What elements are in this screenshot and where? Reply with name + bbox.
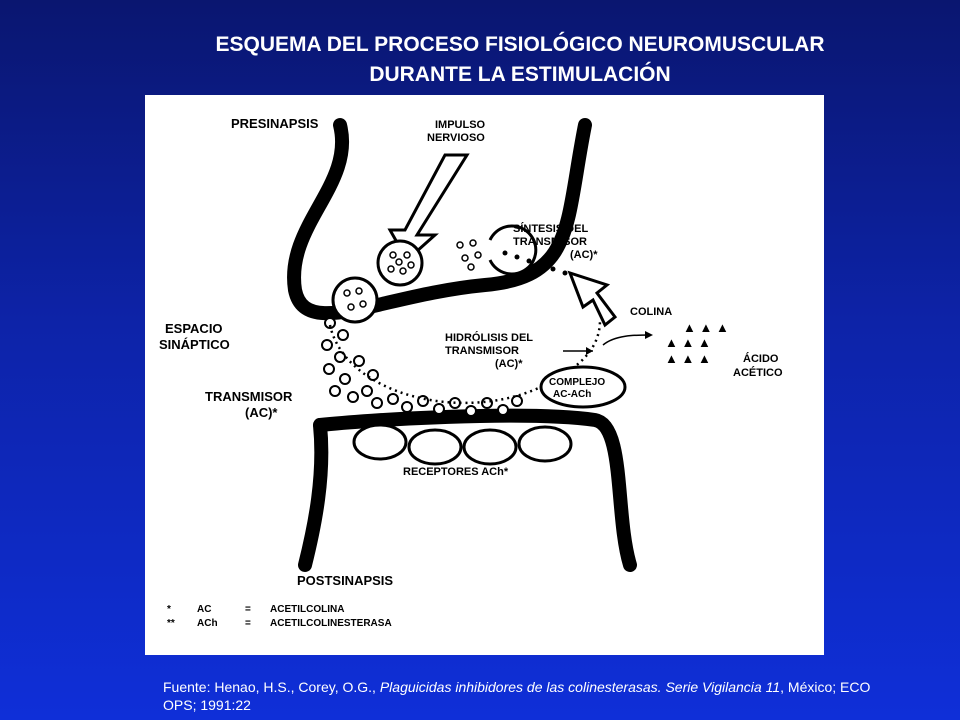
label-colina: COLINA (630, 306, 672, 318)
svg-text:▲ ▲ ▲: ▲ ▲ ▲ (665, 351, 711, 366)
label-sintesis-1: SÍNTESIS DEL (513, 222, 588, 235)
source-prefix: Fuente: Henao, H.S., Corey, O.G., (163, 679, 380, 695)
slide-title: ESQUEMA DEL PROCESO FISIOLÓGICO NEUROMUS… (0, 30, 960, 90)
synthesis-arrow (567, 270, 618, 328)
label-transmisor-1: TRANSMISOR (205, 389, 293, 404)
synapse-diagram: ▲ ▲ ▲ ▲ ▲ ▲ ▲ ▲ ▲ PRESINAPSIS IMPULSO NE… (159, 116, 783, 629)
label-acido-2: ACÉTICO (733, 366, 783, 379)
label-complejo-1: COMPLEJO (549, 377, 605, 388)
receptor (517, 425, 573, 463)
synthesis-dots (502, 250, 568, 276)
label-transmisor-2: (AC)* (245, 405, 278, 420)
hydrolysis-arrowhead (586, 347, 593, 355)
complex-ellipse (539, 365, 627, 409)
receptor (462, 428, 518, 466)
label-hidrolisis-2: TRANSMISOR (445, 345, 519, 357)
legend-mark-2: ** (167, 618, 175, 629)
svg-text:▲ ▲ ▲: ▲ ▲ ▲ (683, 320, 729, 335)
source-title: Plaguicidas inhibidores de las colineste… (379, 679, 781, 695)
receptor (352, 423, 408, 461)
label-espacio-2: SINÁPTICO (159, 337, 230, 352)
legend-eq-2: = (245, 618, 251, 629)
label-hidrolisis-1: HIDRÓLISIS DEL (445, 331, 533, 344)
source-suffix: , México; ECO OPS; 1991:22 (163, 679, 871, 713)
postsynaptic-membrane (313, 408, 637, 572)
label-complejo-2: AC-ACh (553, 389, 591, 400)
legend: * AC = ACETILCOLINA ** ACh = ACETILCOLIN… (167, 604, 392, 629)
label-sintesis-2: TRANSMISOR (513, 236, 587, 248)
label-postsinapsis: POSTSINAPSIS (297, 573, 393, 588)
label-impulso-2: NERVIOSO (427, 132, 485, 144)
acetic-arrowhead (645, 331, 653, 339)
vesicle-dots (343, 239, 482, 311)
postsynaptic-membrane-left (298, 418, 329, 572)
receptors (352, 423, 573, 466)
receptor (407, 428, 463, 466)
label-acido-1: ÁCIDO (743, 352, 779, 365)
legend-abbr-1: AC (197, 604, 211, 615)
label-sintesis-3: (AC)* (570, 249, 598, 261)
slide-title-line1: ESQUEMA DEL PROCESO FISIOLÓGICO NEUROMUS… (215, 33, 825, 56)
choline-marks: ▲ ▲ ▲ ▲ ▲ ▲ ▲ ▲ ▲ (665, 320, 729, 366)
label-receptores: RECEPTORES ACh* (403, 466, 509, 478)
transport-curve (328, 319, 602, 405)
label-impulso-1: IMPULSO (435, 119, 486, 131)
legend-full-2: ACETILCOLINESTERASA (270, 618, 392, 629)
vesicle-release (331, 276, 379, 324)
legend-mark-1: * (167, 604, 171, 615)
legend-eq-1: = (245, 604, 251, 615)
slide-title-line2: DURANTE LA ESTIMULACIÓN (369, 63, 671, 86)
transmitter-molecules (321, 317, 523, 417)
source-citation: Fuente: Henao, H.S., Corey, O.G., Plagui… (163, 678, 883, 714)
label-presinapsis: PRESINAPSIS (231, 116, 319, 131)
diagram-panel: ▲ ▲ ▲ ▲ ▲ ▲ ▲ ▲ ▲ PRESINAPSIS IMPULSO NE… (145, 95, 824, 655)
svg-text:▲ ▲ ▲: ▲ ▲ ▲ (665, 335, 711, 350)
legend-abbr-2: ACh (197, 618, 218, 629)
label-hidrolisis-3: (AC)* (495, 358, 523, 370)
legend-full-1: ACETILCOLINA (270, 604, 344, 615)
label-espacio-1: ESPACIO (165, 321, 223, 336)
impulse-arrow (387, 153, 470, 263)
acetic-arrow (602, 334, 651, 346)
vesicle-open (488, 224, 538, 276)
